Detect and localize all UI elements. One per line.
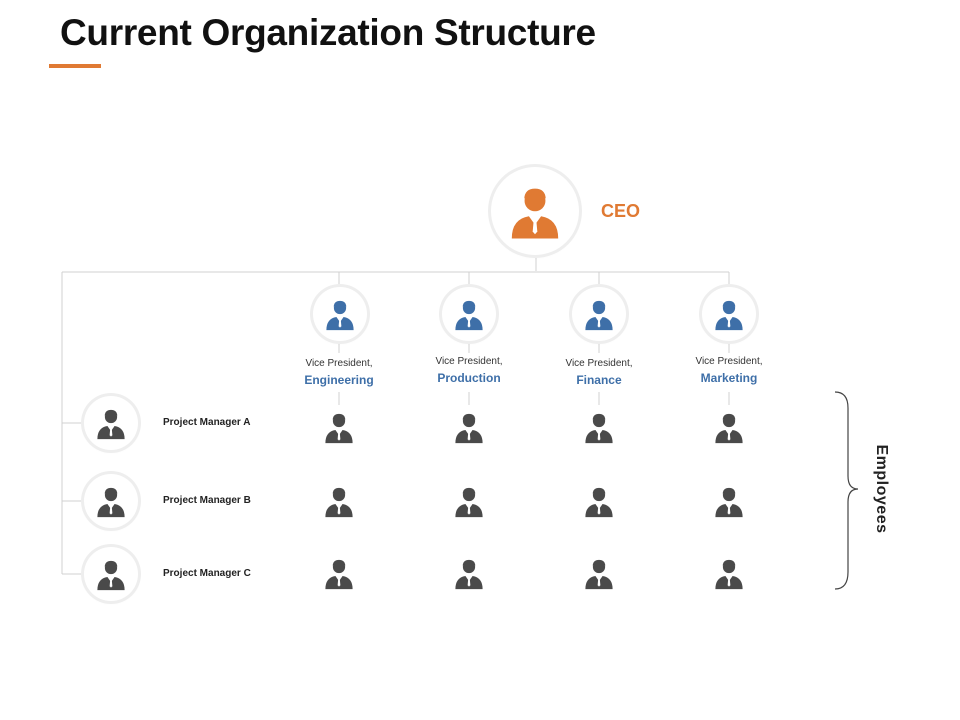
pm-label-b: Project Manager B (163, 495, 251, 506)
person-icon (455, 300, 483, 331)
vp-title: Vice President, (305, 358, 373, 369)
person-icon (585, 300, 613, 331)
vp-department: Engineering (304, 373, 374, 387)
vp-label-finance: Vice President, Finance (534, 357, 664, 388)
pm-node-c (84, 547, 138, 601)
pm-node-b (84, 474, 138, 528)
pm-node-a (84, 396, 138, 450)
employee-icon (715, 487, 743, 518)
employee-icon (325, 559, 353, 590)
ceo-node (491, 167, 579, 255)
vp-label-engineering: Vice President, Engineering (274, 357, 404, 388)
vp-label-production: Vice President, Production (404, 355, 534, 386)
employee-icon (325, 487, 353, 518)
employee-icon (455, 487, 483, 518)
employee-icon (715, 559, 743, 590)
employee-icon (585, 487, 613, 518)
vp-title: Vice President, (695, 356, 763, 367)
person-icon (97, 560, 125, 591)
vp-title: Vice President, (435, 356, 503, 367)
vp-department: Production (437, 371, 501, 385)
employee-icon (585, 559, 613, 590)
person-icon (97, 487, 125, 518)
vp-node-marketing (702, 287, 756, 341)
vp-node-finance (572, 287, 626, 341)
person-icon (97, 409, 125, 440)
vp-department: Finance (576, 373, 622, 387)
ceo-label: CEO (601, 201, 641, 221)
employees-label: Employees (873, 444, 890, 534)
pm-label-a: Project Manager A (163, 417, 251, 428)
person-icon (715, 300, 743, 331)
person-icon (511, 188, 559, 239)
employee-icon (585, 413, 613, 444)
employee-icon (455, 559, 483, 590)
employee-icon (715, 413, 743, 444)
employee-icon (325, 413, 353, 444)
pm-label-c: Project Manager C (163, 568, 251, 579)
vp-department: Marketing (700, 371, 758, 385)
employees-brace (834, 391, 859, 590)
vp-node-production (442, 287, 496, 341)
title-accent-bar (49, 64, 101, 68)
employee-icon (455, 413, 483, 444)
person-icon (326, 300, 354, 331)
vp-node-engineering (313, 287, 367, 341)
vp-title: Vice President, (565, 358, 633, 369)
vp-label-marketing: Vice President, Marketing (664, 355, 794, 386)
page-title: Current Organization Structure (60, 12, 596, 53)
